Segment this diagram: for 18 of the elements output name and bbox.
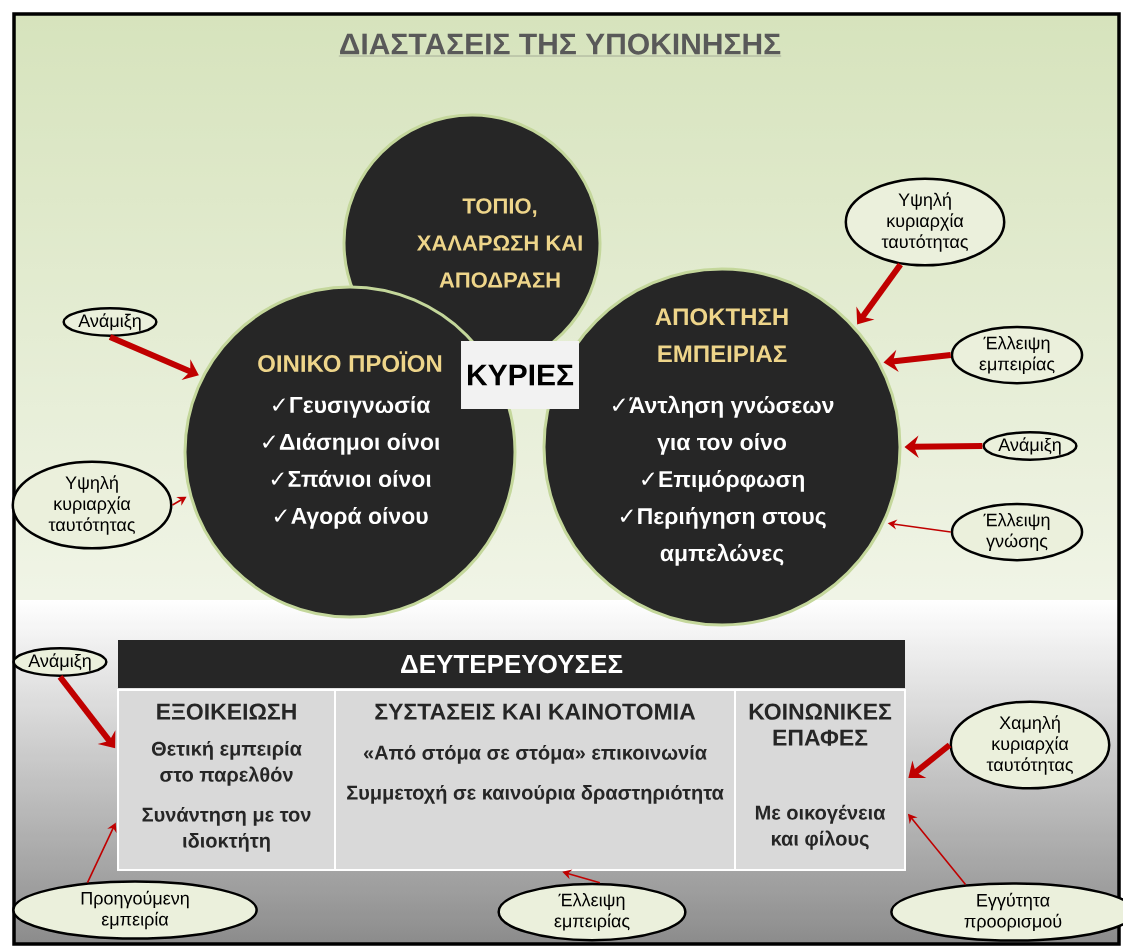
- oval-callout: Ανάμιξη: [982, 431, 1078, 461]
- oval-callout: Χαμηλή κυριαρχία ταυτότητας: [949, 700, 1111, 790]
- title: ΔΙΑΣΤΑΣΕΙΣ ΤΗΣ ΥΠΟΚΙΝΗΣΗΣ: [338, 33, 782, 57]
- oval-callout: Προηγούμενη εμπειρία: [12, 880, 258, 940]
- oval-callout: Έλλειψη εμπειρίας: [950, 325, 1084, 385]
- arrow: [908, 742, 952, 779]
- oval-callout: Υψηλή κυριαρχία ταυτότητας: [11, 460, 173, 550]
- oval-callout: Εγγύτητα προορισμού: [890, 882, 1123, 942]
- oval-callout: Έλλειψη γνώσης: [950, 502, 1084, 562]
- table-cell: ΚΟΙΝΩΝΙΚΕΣ ΕΠΑΦΕΣ Με οικογένεια και φίλους: [734, 689, 906, 871]
- table-header: ΔΕΥΤΕΡΕΥΟΥΣΕΣ: [118, 640, 905, 688]
- label-box: ΚΥΡΙΕΣ: [461, 341, 579, 409]
- oval-callout: Ανάμιξη: [62, 307, 158, 337]
- oval-callout: Υψηλή κυριαρχία ταυτότητας: [844, 177, 1006, 267]
- oval-callout: Έλλειψη εμπειρίας: [497, 882, 687, 942]
- oval-callout: Ανάμιξη: [12, 647, 108, 677]
- arrow: [856, 262, 903, 325]
- table-cell: ΕΞΟΙΚΕΙΩΣΗ Θετική εμπειρία στο παρελθόν Συνάντηση με τον ιδιοκτήτη: [117, 689, 336, 871]
